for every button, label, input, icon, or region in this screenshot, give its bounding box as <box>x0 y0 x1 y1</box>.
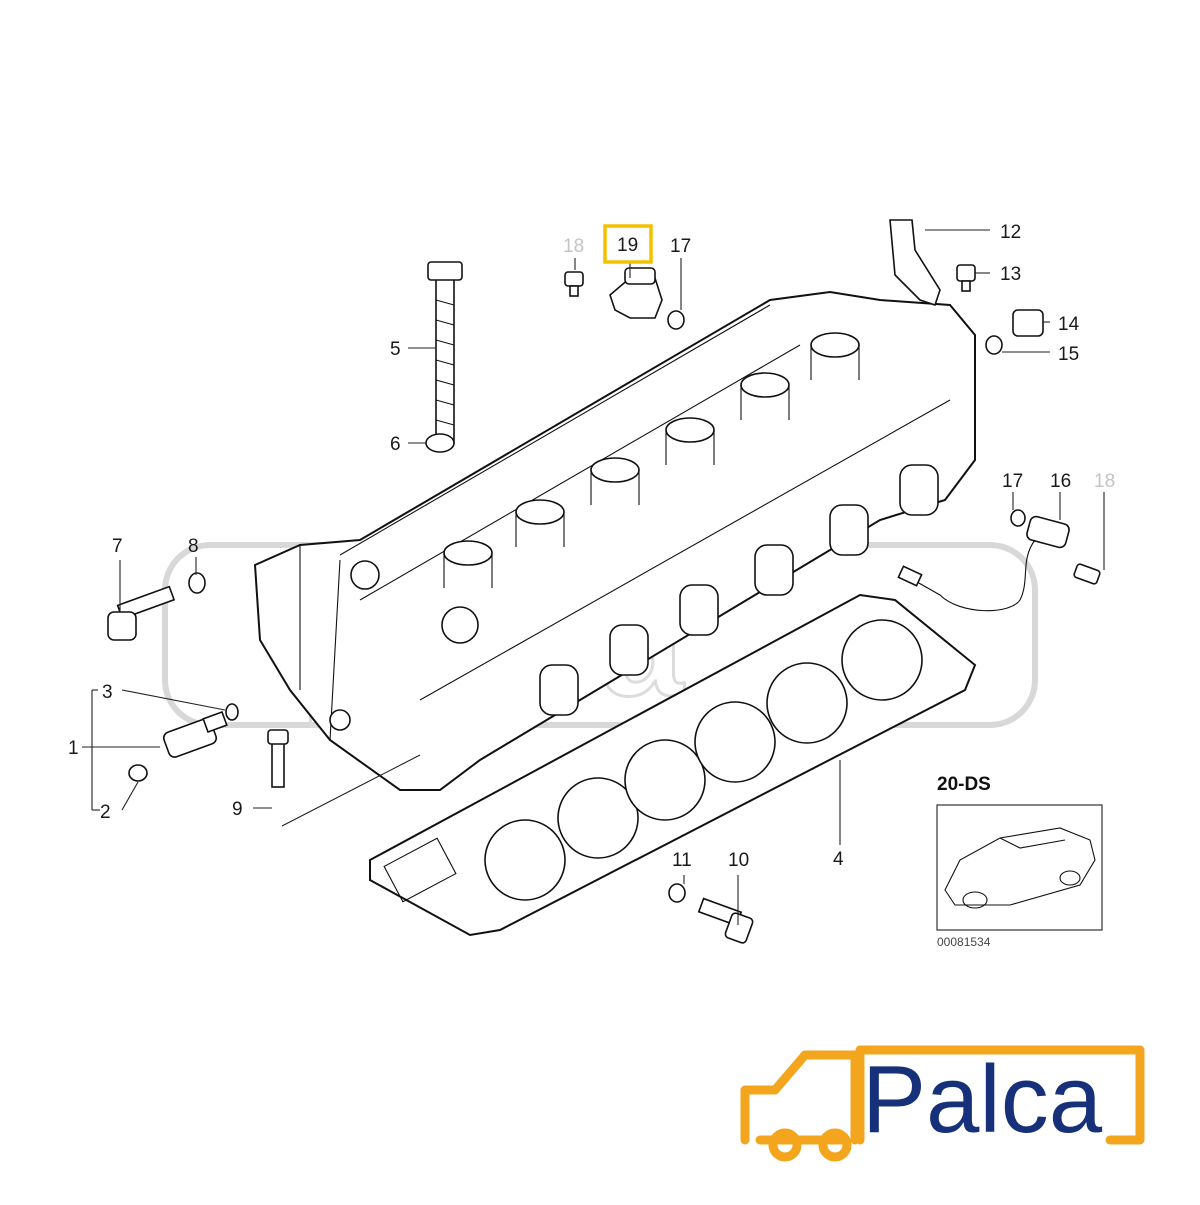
crankshaft-sensor <box>897 515 1070 612</box>
callout-6: 6 <box>390 434 401 455</box>
brand-logo: Palca <box>740 1045 1145 1162</box>
truck-logo-icon <box>740 1045 1145 1162</box>
callout-18-right: 18 <box>1094 471 1115 492</box>
bolt-18-top <box>564 271 584 297</box>
callout-16: 16 <box>1050 471 1071 492</box>
callout-17-right: 17 <box>1002 471 1023 492</box>
o-ring-17-top <box>667 310 685 330</box>
callout-7: 7 <box>112 536 123 557</box>
callout-9: 9 <box>232 799 243 820</box>
callout-13: 13 <box>1000 264 1021 285</box>
o-ring-17-right <box>1010 509 1026 527</box>
callout-11: 11 <box>672 850 692 871</box>
callout-10: 10 <box>728 850 749 871</box>
solenoid-valve <box>162 710 228 758</box>
callout-2: 2 <box>100 802 111 823</box>
bracket <box>889 219 941 307</box>
callout-labels: 5 6 7 8 3 1 2 9 4 11 10 12 13 14 15 16 1… <box>68 222 1115 871</box>
camshaft-sensor <box>609 267 663 319</box>
cylinder-head <box>253 290 976 791</box>
bolt-10 <box>697 897 754 944</box>
highlight-box <box>603 224 653 264</box>
washer <box>425 433 455 453</box>
o-ring-lower <box>128 764 148 782</box>
vehicle-inset: 20-DS 00081534 <box>936 774 1103 949</box>
callout-4: 4 <box>833 849 844 870</box>
callout-5: 5 <box>390 339 401 360</box>
brand-name: Palca <box>862 1046 1103 1153</box>
head-bolt <box>427 261 463 444</box>
sealing-ring <box>188 572 206 594</box>
sealing-ring-11 <box>668 883 686 903</box>
callout-17-top: 17 <box>670 236 691 257</box>
gasket-ring <box>985 335 1003 355</box>
bolt-13 <box>956 264 976 292</box>
callout-8: 8 <box>188 536 199 557</box>
exhaust-ports <box>539 464 939 716</box>
screw-plug <box>1012 309 1044 337</box>
inset-code: 00081534 <box>937 935 991 949</box>
inset-label: 20-DS <box>937 774 991 795</box>
callout-3: 3 <box>102 682 113 703</box>
callout-18-top: 18 <box>563 236 584 257</box>
leader-lines <box>82 229 1105 925</box>
bolt-9 <box>267 729 289 788</box>
o-ring-upper <box>225 703 239 721</box>
car-icon <box>944 827 1096 909</box>
bolt-18-right <box>1073 563 1101 585</box>
callout-1: 1 <box>68 738 79 759</box>
callout-15: 15 <box>1058 344 1079 365</box>
callout-14: 14 <box>1058 314 1080 335</box>
camshaft-bearing-caps <box>443 332 860 588</box>
callout-19: 19 <box>617 235 638 256</box>
inset-frame <box>936 804 1103 931</box>
plug-bolt <box>107 585 176 641</box>
callout-12: 12 <box>1000 222 1021 243</box>
head-gasket <box>369 593 977 937</box>
